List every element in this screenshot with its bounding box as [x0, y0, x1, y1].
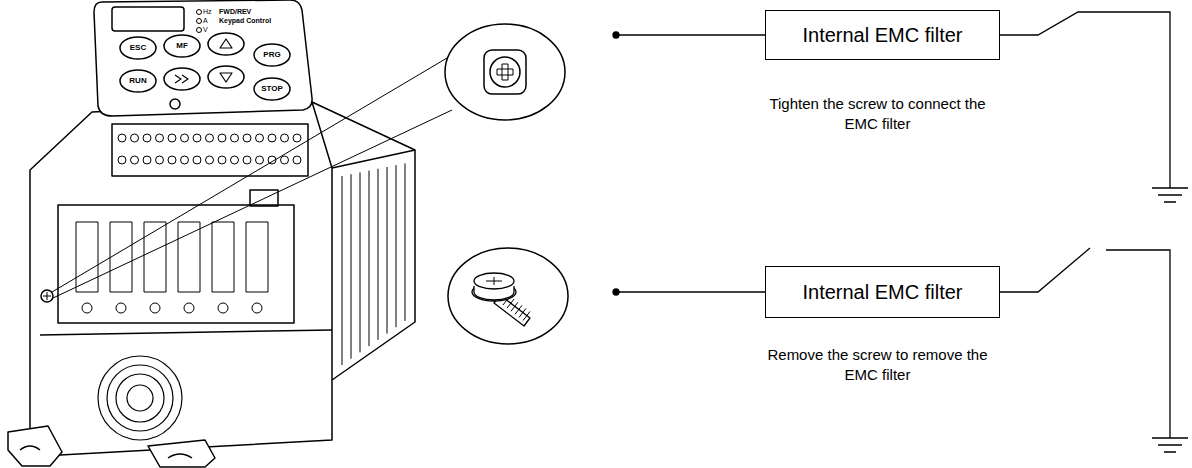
caption-note: Remove the screw to remove the EMC filte… [760, 345, 995, 385]
leader-line [52, 58, 452, 298]
indicator-label: Keypad Control [219, 17, 289, 25]
ground-wire [1106, 250, 1170, 438]
cooling-fan [98, 356, 182, 440]
indicator-label: FWD/REV [219, 8, 279, 16]
indicator-leds [197, 10, 202, 33]
emc-screw [41, 290, 53, 302]
bottom-cover [40, 330, 332, 335]
loose-screw [472, 273, 530, 326]
display [112, 7, 184, 31]
keypad-panel [94, 0, 312, 116]
open-switch [1000, 248, 1090, 292]
key-label: STOP [255, 84, 289, 93]
filter-box: Internal EMC filter [765, 10, 1000, 60]
control-terminal-block [112, 124, 308, 176]
screw-socket [484, 50, 526, 94]
caption-note: Tighten the screw to connect the EMC fil… [760, 94, 995, 134]
cover-screw-hole [170, 99, 180, 109]
mounting-foot [148, 440, 215, 467]
box-label: Internal EMC filter [802, 24, 962, 47]
power-terminal-slots [76, 222, 268, 313]
detail-circle [448, 248, 568, 344]
body-edge [312, 102, 415, 380]
heat-sink-fins [342, 163, 405, 365]
terminal-screws [118, 134, 301, 164]
indicator-label: V [203, 26, 217, 34]
input-wire [616, 291, 765, 292]
box-label: Internal EMC filter [802, 281, 962, 304]
mounting-foot [8, 426, 62, 466]
ground-symbol [1152, 188, 1188, 202]
keypad-buttons [120, 33, 290, 100]
key-label: ESC [121, 43, 155, 52]
key-label: RUN [121, 76, 155, 85]
screw-head [490, 57, 520, 87]
indicator-label: A [203, 17, 217, 25]
power-terminal-area [58, 205, 294, 323]
emc-screw-cross [43, 292, 51, 300]
key-label: MF [165, 41, 199, 50]
input-wire [616, 34, 765, 35]
ground-symbol [1152, 438, 1188, 452]
filter-box: Internal EMC filter [765, 266, 1000, 318]
detail-circle [445, 24, 565, 120]
closed-switch-wire [1000, 12, 1170, 188]
indicator-label: Hz [203, 8, 217, 16]
key-label: PRG [255, 50, 289, 59]
screw-cross [497, 64, 513, 80]
